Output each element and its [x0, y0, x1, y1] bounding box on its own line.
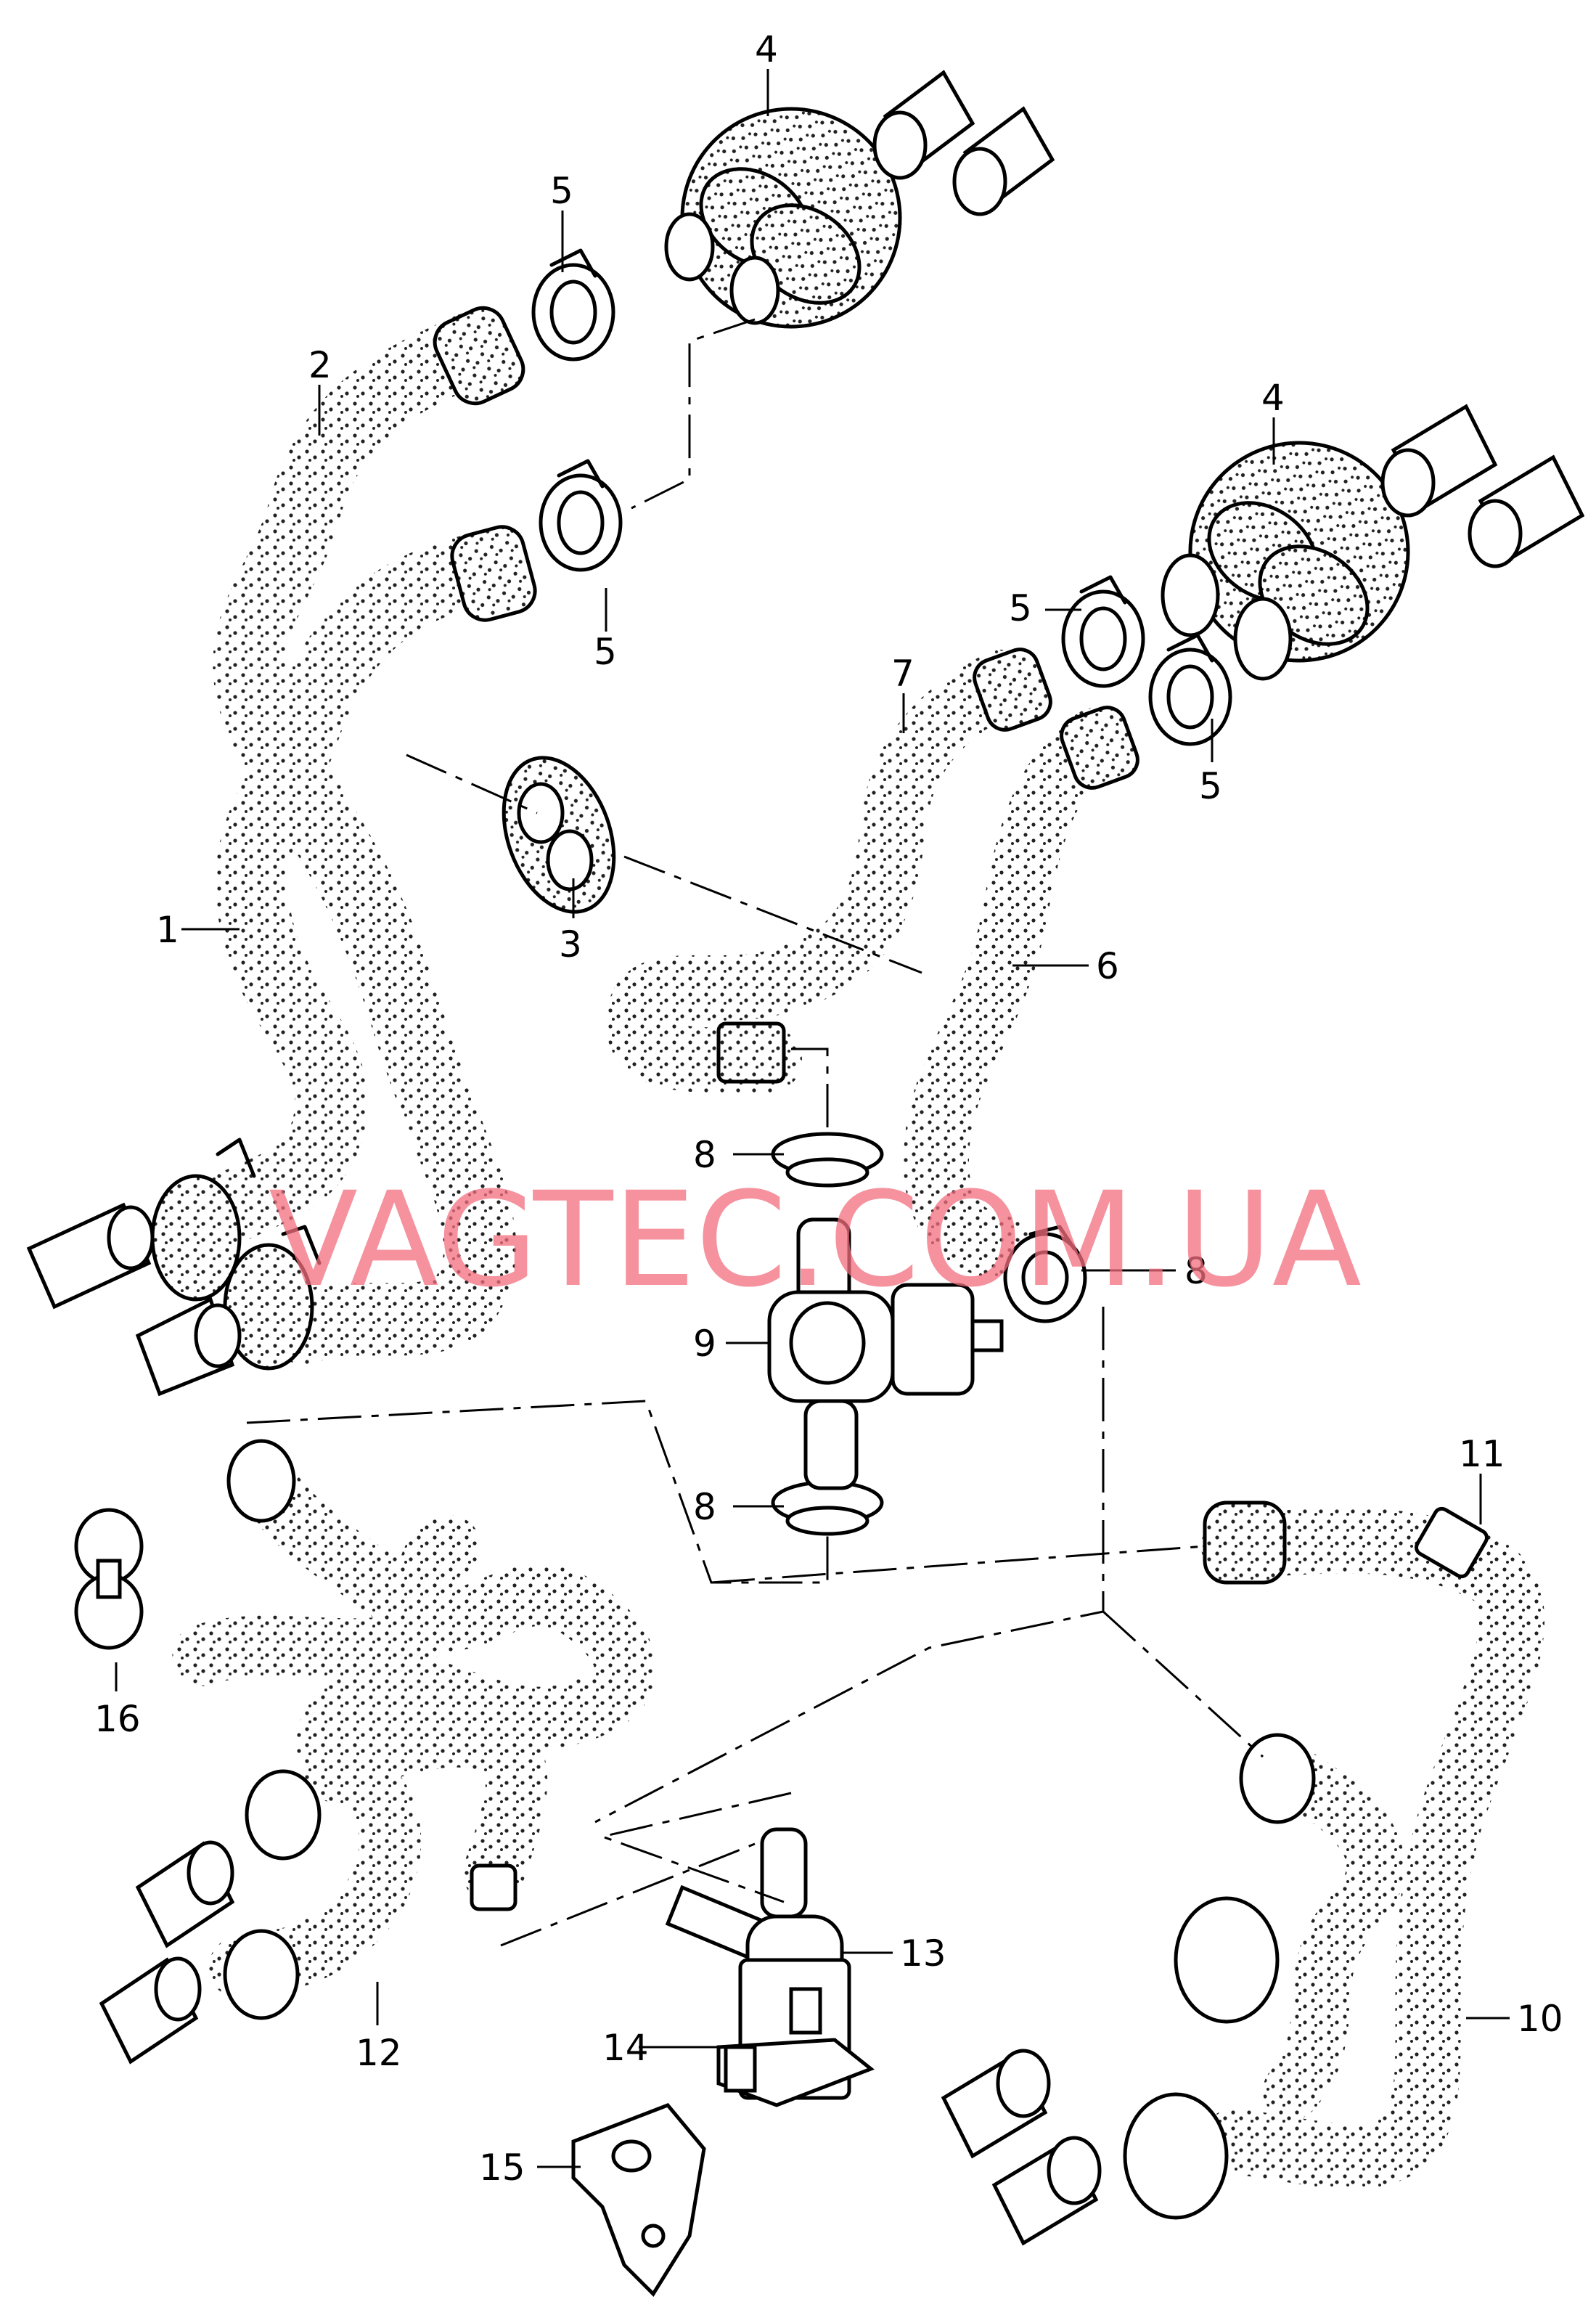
- callout-1: 1: [156, 909, 179, 951]
- clip-11[interactable]: [1414, 1506, 1489, 1580]
- callout-12: 12: [356, 2032, 402, 2074]
- clamp-5-b[interactable]: [539, 459, 623, 572]
- hose-7[interactable]: [606, 645, 1055, 1093]
- clip-16[interactable]: [74, 1508, 144, 1650]
- callout-15: 15: [479, 2147, 525, 2189]
- clamp-5-a[interactable]: [531, 248, 615, 362]
- hose-6[interactable]: [904, 703, 1142, 1281]
- clamp-8-c[interactable]: [771, 1480, 884, 1536]
- callout-8-b: 8: [1184, 1250, 1208, 1292]
- callout-16: 16: [94, 1698, 141, 1740]
- callout-3: 3: [559, 923, 582, 965]
- callout-6: 6: [1096, 945, 1119, 987]
- hose-12[interactable]: [172, 1439, 657, 2020]
- pipe-stubs-lower-right: [941, 2049, 1102, 2246]
- assembly-dash-lines: [246, 318, 1264, 1947]
- clamp-5-c[interactable]: [1061, 575, 1145, 688]
- watermark-text: VAGTEC.COM.UA: [269, 1164, 1362, 1316]
- pipe-stubs-upper-right: [872, 70, 1585, 568]
- callout-5-a: 5: [550, 170, 573, 212]
- grommet-4-lower[interactable]: [1147, 400, 1451, 703]
- callout-4-upper: 4: [755, 28, 778, 70]
- callout-8-c: 8: [693, 1486, 716, 1528]
- callout-5-c: 5: [1009, 587, 1032, 629]
- pipe-stubs-left: [26, 1202, 242, 1397]
- hose-bracket-3[interactable]: [484, 743, 634, 928]
- clamp-5-d[interactable]: [1148, 633, 1232, 746]
- hose-10[interactable]: [1123, 1500, 1544, 2220]
- hose-1[interactable]: [150, 522, 540, 1371]
- pipe-stubs-lower-left: [99, 1840, 235, 2065]
- coolant-valve-9[interactable]: [767, 1217, 1004, 1490]
- callout-5-b: 5: [594, 631, 617, 673]
- callout-10: 10: [1517, 1998, 1563, 2040]
- callout-7: 7: [891, 653, 914, 695]
- callout-4-lower: 4: [1261, 377, 1285, 419]
- callout-13: 13: [900, 1932, 946, 1975]
- leader-lines: [115, 69, 1510, 2168]
- callout-9: 9: [693, 1323, 716, 1365]
- bracket-14[interactable]: [716, 2038, 875, 2107]
- callout-2: 2: [308, 344, 332, 386]
- callout-8-a: 8: [693, 1134, 716, 1176]
- hose-2[interactable]: [213, 301, 530, 1365]
- callout-14: 14: [602, 2027, 649, 2069]
- clamp-8-b[interactable]: [1003, 1225, 1087, 1323]
- callout-labels: 4 5 2 4 5 5 7 5 1 3 6 8 8 9 8 11 16 13 1…: [94, 28, 1563, 2189]
- bracket-15[interactable]: [571, 2103, 706, 2297]
- callout-11: 11: [1459, 1433, 1505, 1475]
- grommet-4-upper[interactable]: [639, 66, 943, 369]
- callout-5-d: 5: [1199, 765, 1222, 807]
